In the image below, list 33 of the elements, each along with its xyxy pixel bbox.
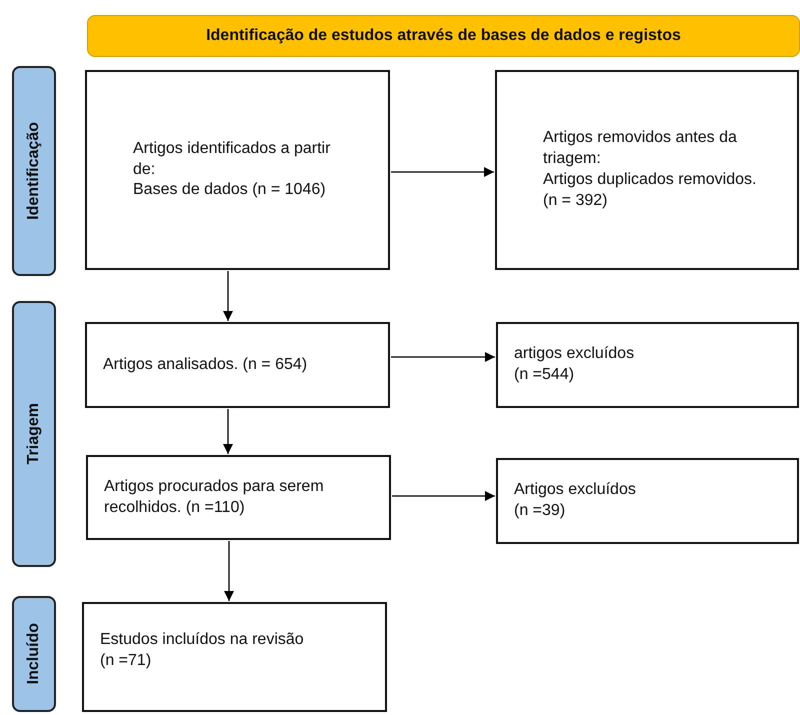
- box-text: (n =544): [514, 365, 576, 385]
- phase-band: [12, 66, 56, 276]
- box-text: Artigos identificados a partir de:: [133, 138, 332, 180]
- box-text: Artigos removidos antes da triagem:: [543, 128, 738, 170]
- title-text: Identificação de estudos através de bases de dados e registos: [206, 27, 681, 45]
- box-text: Bases de dados (n = 1046): [133, 180, 327, 200]
- box-text: Artigos analisados. (n = 654): [103, 354, 308, 375]
- phase-label: Triagem: [25, 403, 43, 465]
- arrow: [392, 491, 495, 501]
- box-text: (n =71): [100, 650, 152, 671]
- process-box: [496, 458, 799, 544]
- process-box: [495, 70, 799, 270]
- phase-label: Identificação: [25, 122, 43, 220]
- phase-band: [12, 301, 56, 567]
- phase-label: Incluído: [25, 623, 43, 685]
- box-text: Artigos excluídos: [514, 480, 637, 500]
- box-text: Artigos duplicados removidos. (n = 392): [543, 170, 758, 211]
- box-text: artigos excluídos: [514, 344, 636, 364]
- process-box: [86, 455, 391, 540]
- process-box: [82, 602, 387, 712]
- process-box: [85, 70, 390, 270]
- arrow: [224, 541, 234, 601]
- process-box: [85, 322, 390, 408]
- phase-band: [12, 596, 56, 712]
- box-text: (n =39): [514, 501, 566, 521]
- arrow: [223, 409, 233, 454]
- arrow: [391, 167, 494, 177]
- box-text: Estudos incluídos na revisão: [100, 630, 305, 650]
- process-box: [496, 322, 799, 408]
- box-text: Artigos procurados para serem recolhidos. (n =110): [104, 476, 325, 518]
- arrow: [223, 271, 233, 321]
- arrow: [391, 352, 495, 362]
- title-banner: [87, 15, 800, 57]
